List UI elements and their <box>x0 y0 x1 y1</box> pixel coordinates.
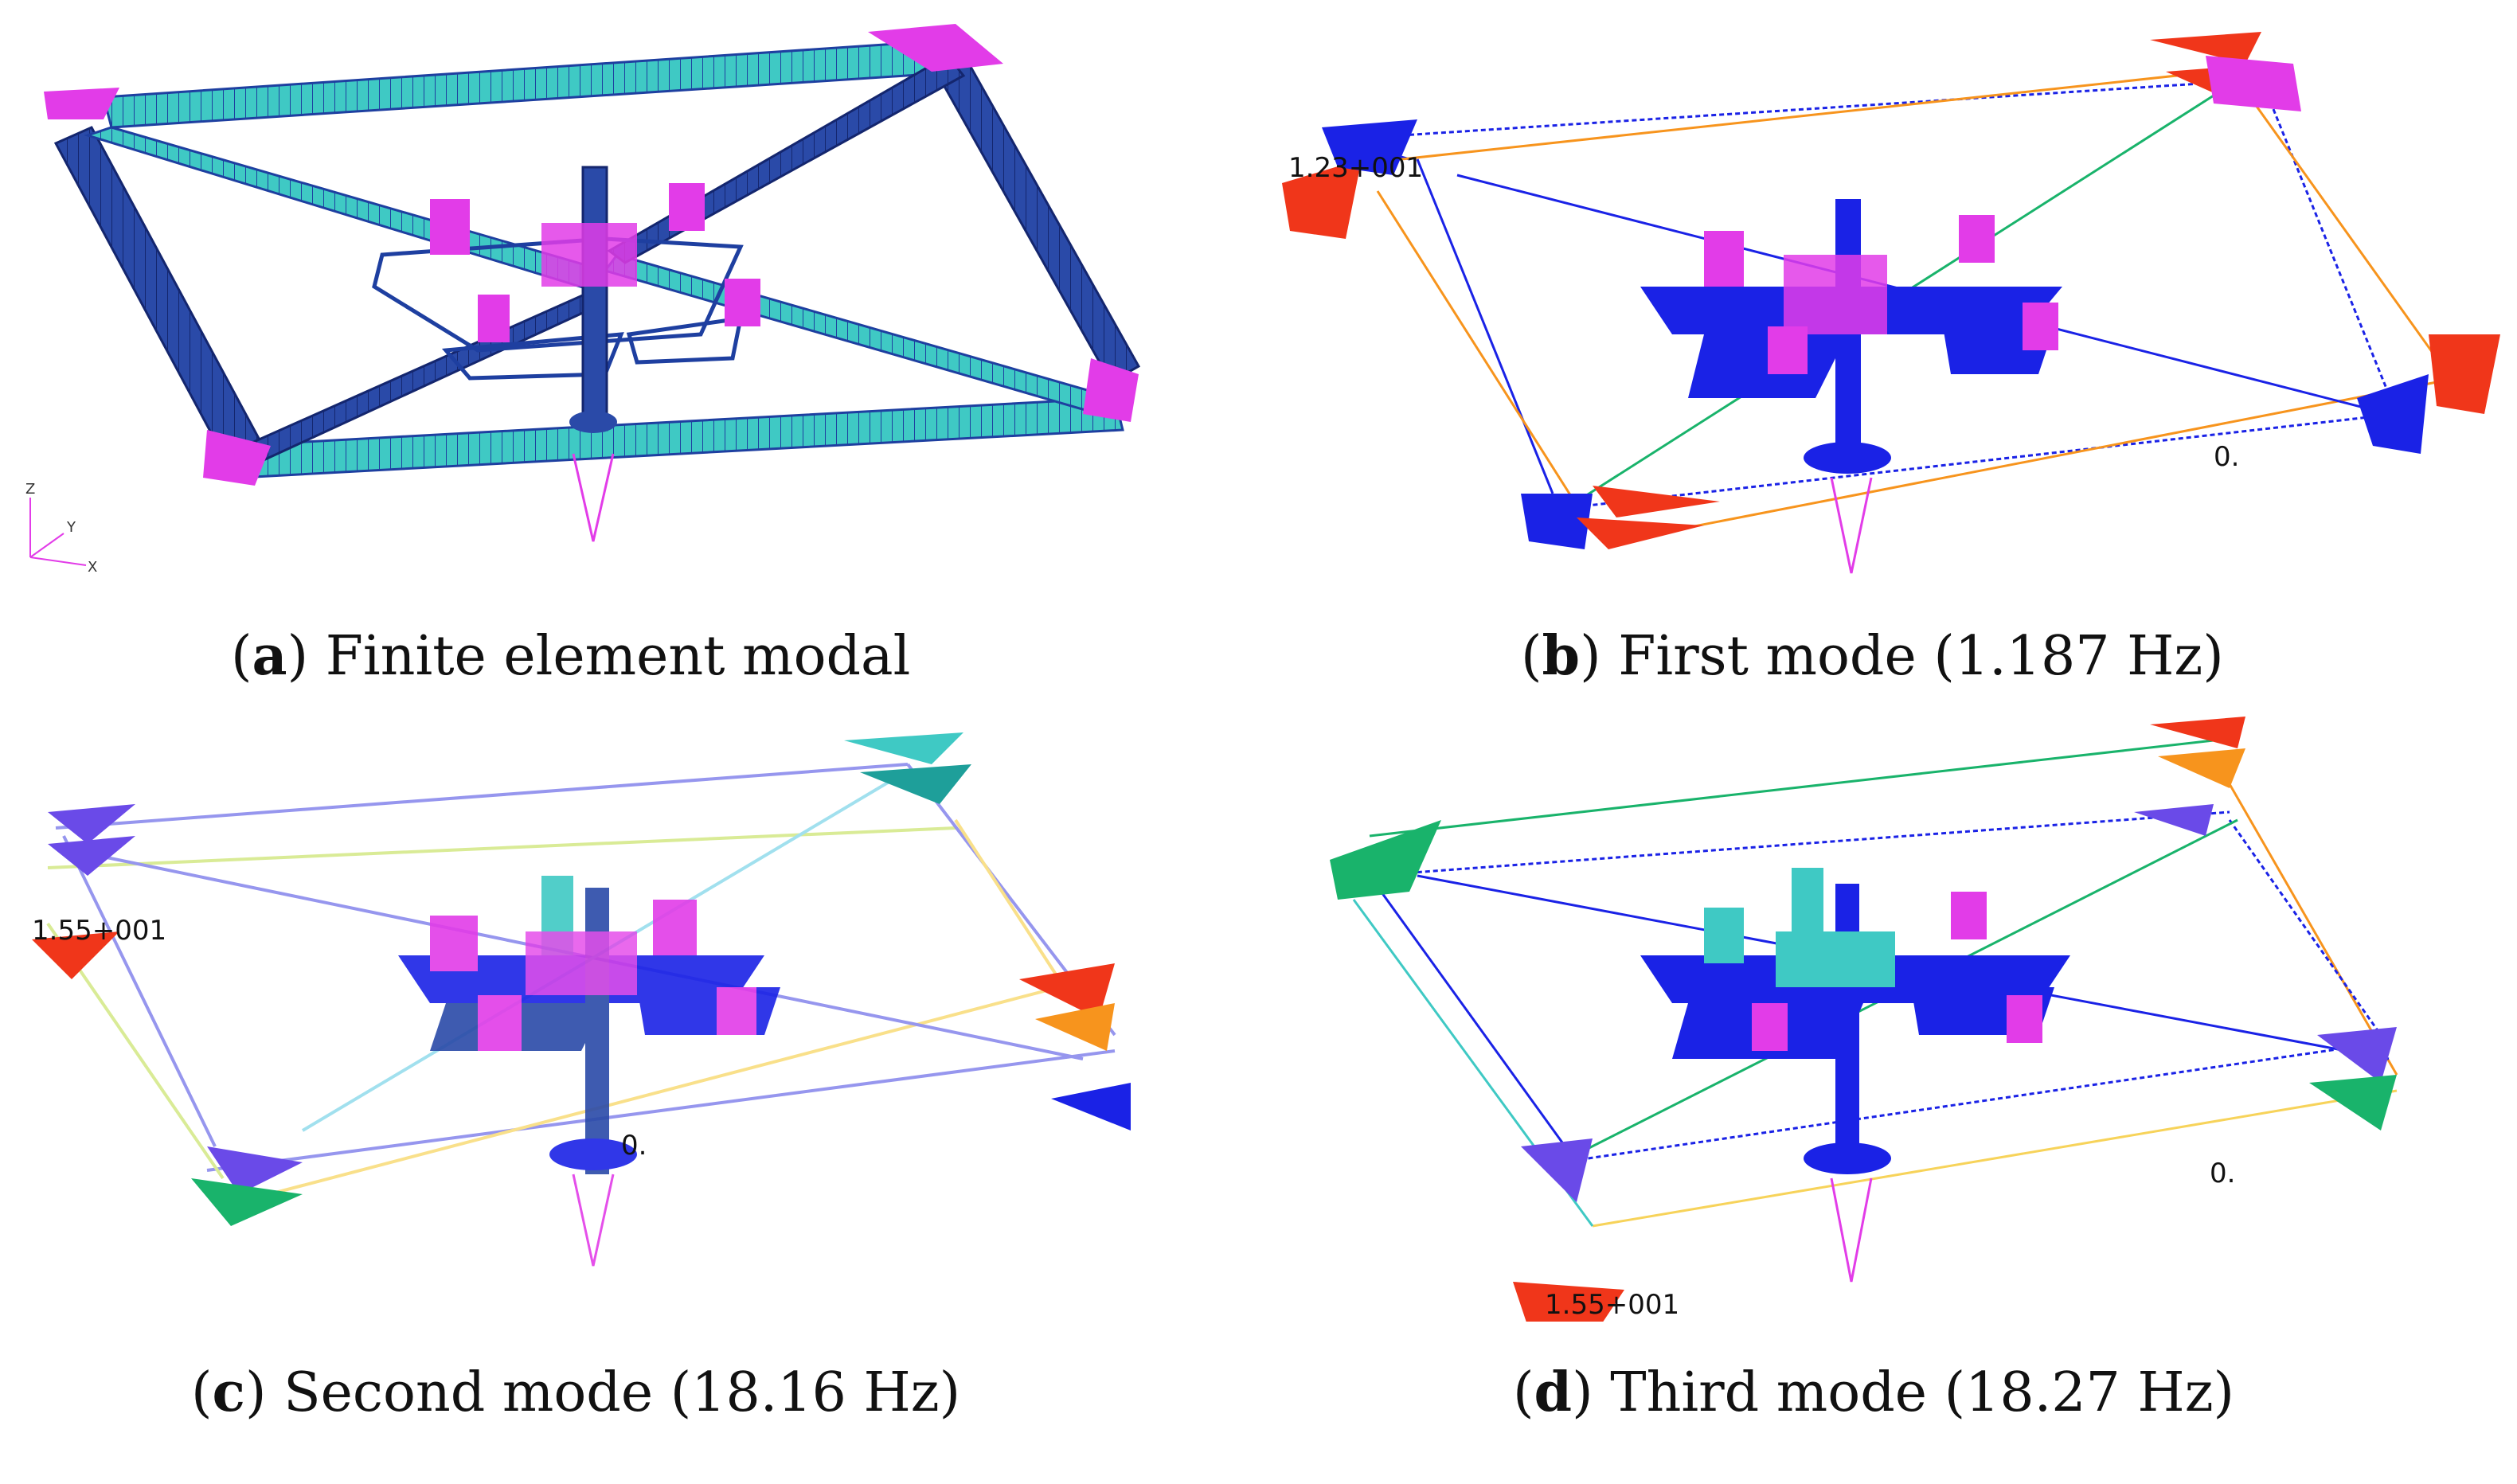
caption-b-text: First mode (1.187 Hz) <box>1618 625 2224 688</box>
min-value-label: 0. <box>2210 1158 2235 1189</box>
central-hub <box>372 166 760 542</box>
third-mode-drawing: 1.55+001 0. <box>1330 717 2398 1322</box>
panel-a-fe-model: Z Y X <box>0 0 1242 605</box>
axis-y-label: Y <box>66 519 76 536</box>
caption-a: (a) Finite element modal <box>231 624 911 688</box>
caption-c-letter: c <box>212 1361 245 1424</box>
axis-x-label: X <box>88 559 97 576</box>
panel-d-third-mode: 1.55+001 0. <box>1258 717 2517 1322</box>
min-value-label: 0. <box>2214 441 2239 473</box>
fe-model-drawing: Z Y X <box>25 24 1141 576</box>
hub <box>1640 199 2062 574</box>
outer-frame <box>53 37 1141 479</box>
panel-c-second-mode: 1.55+001 0. <box>0 717 1242 1322</box>
caption-d-text: Third mode (18.27 Hz) <box>1610 1361 2235 1424</box>
max-value-label: 1.55+001 <box>1545 1289 1679 1321</box>
max-value-label: 1.23+001 <box>1288 152 1423 184</box>
hub <box>398 876 780 1267</box>
corner-nodes <box>32 732 1131 1226</box>
caption-b-letter: b <box>1542 624 1581 688</box>
corner-nodes <box>44 24 1139 486</box>
caption-b: (b) First mode (1.187 Hz) <box>1521 624 2224 688</box>
hub <box>1640 868 2070 1283</box>
max-value-label: 1.55+001 <box>32 915 166 947</box>
panel-b-first-mode: 1.23+001 0. <box>1258 0 2517 605</box>
caption-d: (d) Third mode (18.27 Hz) <box>1513 1361 2235 1424</box>
caption-d-letter: d <box>1534 1361 1573 1424</box>
caption-a-letter: a <box>252 624 287 688</box>
caption-c-text: Second mode (18.16 Hz) <box>283 1361 961 1424</box>
deformed-frame <box>46 763 1116 1204</box>
second-mode-drawing: 1.55+001 0. <box>32 732 1131 1267</box>
caption-c: (c) Second mode (18.16 Hz) <box>191 1361 961 1424</box>
caption-a-text: Finite element modal <box>325 625 911 688</box>
corner-nodes <box>1282 32 2500 549</box>
axis-triad: Z Y X <box>25 481 97 576</box>
first-mode-drawing: 1.23+001 0. <box>1282 32 2500 574</box>
axis-z-label: Z <box>25 481 35 498</box>
min-value-label: 0. <box>621 1130 647 1162</box>
corner-nodes <box>1330 717 2397 1322</box>
